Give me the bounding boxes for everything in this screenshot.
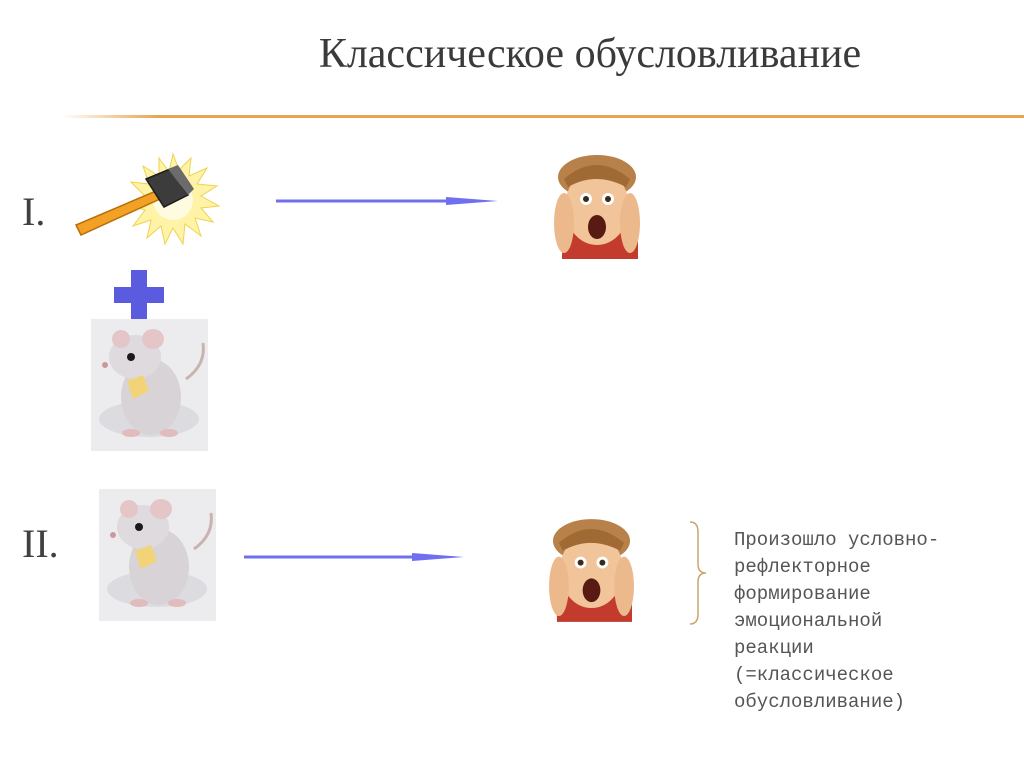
hammer-icon <box>70 155 220 250</box>
arrow-row-1 <box>276 194 501 208</box>
note-line: эмоциональной <box>734 608 994 635</box>
row-label-2: II. <box>22 520 59 567</box>
note-line: Произошло условно- <box>734 527 994 554</box>
note-line: (=классическое <box>734 662 994 689</box>
arrow-row-2 <box>244 550 466 564</box>
plus-icon <box>114 270 164 320</box>
row-label-1: I. <box>22 188 45 235</box>
note-line: обусловливание) <box>734 689 994 716</box>
bracket <box>688 520 708 626</box>
conclusion-note: Произошло условно- рефлекторное формиров… <box>734 527 994 716</box>
title-underline <box>62 115 1024 118</box>
slide-title: Классическое обусловливание <box>0 30 1024 78</box>
rat-icon-2 <box>99 489 216 621</box>
note-line: реакции <box>734 635 994 662</box>
scared-face-icon-2 <box>551 521 632 622</box>
note-line: формирование <box>734 581 994 608</box>
note-line: рефлекторное <box>734 554 994 581</box>
rat-icon-1 <box>91 319 208 451</box>
scared-face-icon-1 <box>556 157 638 259</box>
